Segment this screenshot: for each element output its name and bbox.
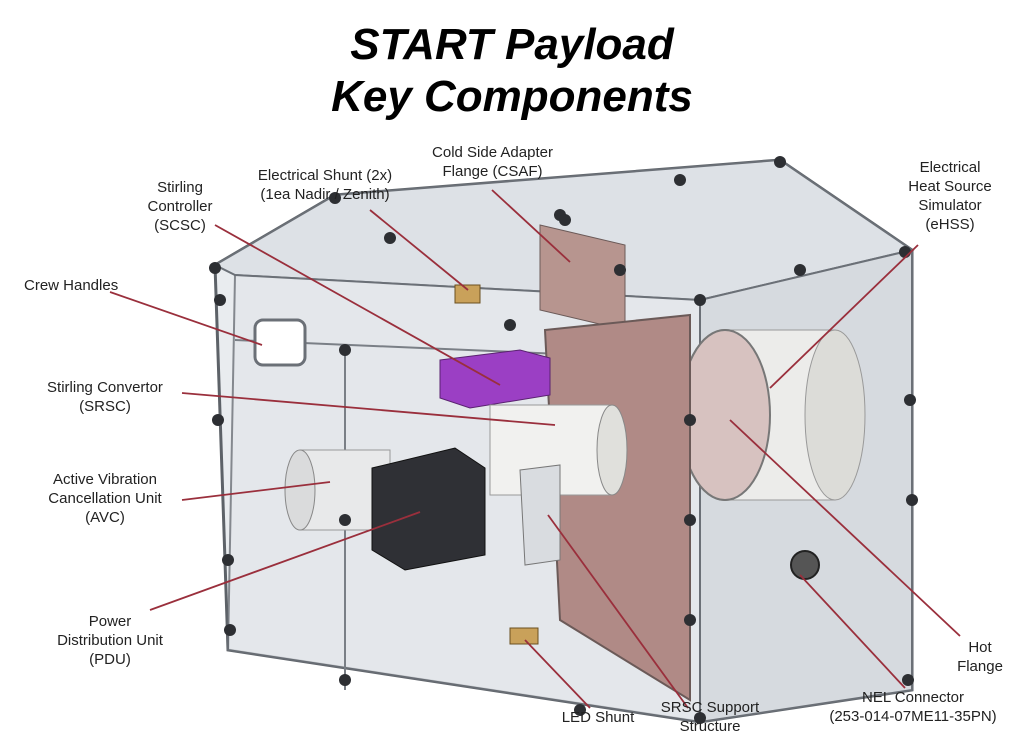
label-line: Simulator xyxy=(918,197,982,214)
bolt-icon xyxy=(902,674,914,686)
leader-line xyxy=(729,419,961,637)
bolt-icon xyxy=(339,674,351,686)
bolt-icon xyxy=(339,344,351,356)
label-pdu: Power Distribution Unit (PDU) xyxy=(40,612,180,669)
bolt-icon xyxy=(224,624,236,636)
label-line: (1ea Nadir / Zenith) xyxy=(260,186,390,203)
pdu-heatsink xyxy=(371,447,486,571)
leader-line xyxy=(799,574,906,689)
label-line: Active Vibration xyxy=(53,471,157,488)
bolt-icon xyxy=(209,262,221,274)
leader-line xyxy=(181,481,331,501)
bolt-icon xyxy=(694,712,706,724)
bolt-icon xyxy=(222,554,234,566)
label-ehss: Electrical Heat Source Simulator (eHSS) xyxy=(895,158,1005,234)
leader-line xyxy=(149,511,421,611)
label-line: Heat Source xyxy=(908,178,992,195)
bolt-icon xyxy=(384,232,396,244)
bolt-icon xyxy=(794,264,806,276)
label-line: Structure xyxy=(679,718,741,735)
bolt-icon xyxy=(684,414,696,426)
label-line: Cancellation Unit xyxy=(48,490,162,507)
label-led-shunt: LED Shunt xyxy=(561,709,635,726)
bolt-icon xyxy=(559,214,571,226)
nel-connector-shape xyxy=(790,550,820,580)
label-line: Flange (CSAF) xyxy=(442,163,543,180)
label-line: (SRSC) xyxy=(79,398,131,415)
label-line: (PDU) xyxy=(89,651,131,668)
srsc-support-structure xyxy=(519,464,561,566)
label-line: Stirling Convertor xyxy=(47,379,163,396)
leader-line xyxy=(769,244,919,389)
label-srsc-support: SRSC Support Structure xyxy=(650,698,770,736)
bolt-icon xyxy=(674,174,686,186)
label-line: (SCSC) xyxy=(154,217,206,234)
label-line: Distribution Unit xyxy=(57,632,163,649)
label-line: Cold Side Adapter xyxy=(432,144,553,161)
label-line: (AVC) xyxy=(85,509,125,526)
label-avc: Active Vibration Cancellation Unit (AVC) xyxy=(30,470,180,527)
bolt-icon xyxy=(694,294,706,306)
label-line: Electrical xyxy=(919,159,981,176)
leader-line xyxy=(524,639,591,709)
title-line-2: Key Components xyxy=(331,72,693,121)
label-crew-handles: Crew Handles xyxy=(24,277,119,294)
leader-line xyxy=(369,209,469,291)
leader-line xyxy=(491,189,571,263)
crew-handle-shape xyxy=(253,318,307,367)
title-line-1: START Payload xyxy=(350,20,674,69)
label-line: (253-014-07ME11-35PN) xyxy=(829,708,997,725)
bolt-icon xyxy=(212,414,224,426)
bolt-icon xyxy=(684,514,696,526)
bolt-icon xyxy=(214,294,226,306)
bolt-icon xyxy=(684,614,696,626)
label-nel-connector: NEL Connector (253-014-07ME11-35PN) xyxy=(808,688,1018,726)
bolt-icon xyxy=(774,156,786,168)
leader-line xyxy=(109,291,263,346)
label-line: Electrical Shunt (2x) xyxy=(257,167,393,184)
bolt-icon xyxy=(504,319,516,331)
label-line: (eHSS) xyxy=(925,216,975,233)
bolt-icon xyxy=(339,514,351,526)
label-line: Hot xyxy=(968,639,992,656)
label-line: SRSC Support xyxy=(660,699,760,716)
bolt-icon xyxy=(899,246,911,258)
label-line: Stirling xyxy=(157,179,203,196)
label-stirling-controller: Stirling Controller (SCSC) xyxy=(140,178,220,235)
stirling-controller-box xyxy=(439,349,551,409)
leader-line xyxy=(181,392,556,426)
bolt-icon xyxy=(614,264,626,276)
label-line: Flange xyxy=(957,658,1003,675)
bolt-icon xyxy=(904,394,916,406)
leader-line xyxy=(214,224,501,386)
label-line: Controller xyxy=(147,198,213,215)
bolt-icon xyxy=(906,494,918,506)
leader-line xyxy=(547,514,689,709)
electrical-shunt-shape xyxy=(454,284,481,304)
bolt-icon xyxy=(329,192,341,204)
led-shunt-shape xyxy=(509,627,539,645)
label-line: NEL Connector xyxy=(862,689,964,706)
label-csaf: Cold Side Adapter Flange (CSAF) xyxy=(415,143,570,181)
label-electrical-shunt: Electrical Shunt (2x) (1ea Nadir / Zenit… xyxy=(240,166,410,204)
bolt-icon xyxy=(574,704,586,716)
label-stirling-convertor: Stirling Convertor (SRSC) xyxy=(30,378,180,416)
label-line: Power xyxy=(88,613,132,630)
label-hot-flange: Hot Flange xyxy=(950,638,1010,676)
